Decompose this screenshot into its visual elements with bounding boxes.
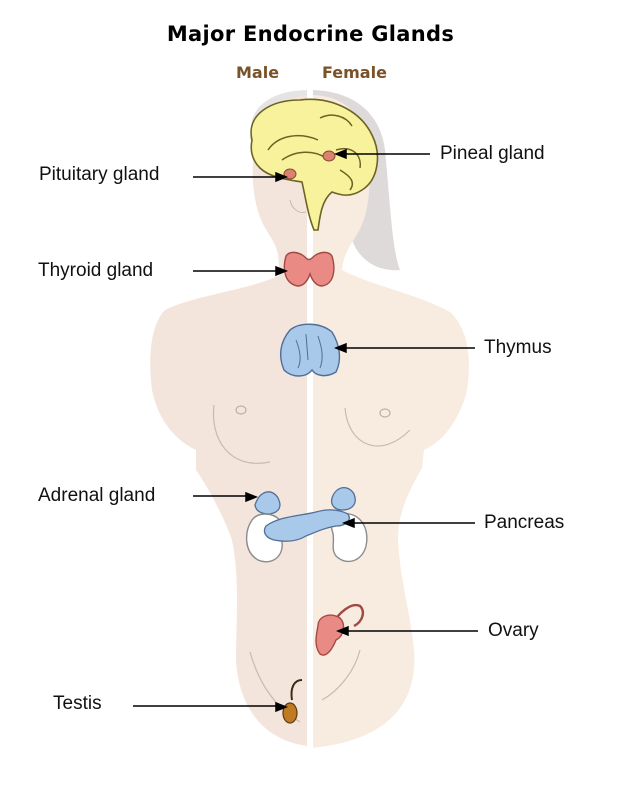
male-body-half bbox=[150, 95, 310, 746]
subtitle-male: Male bbox=[236, 63, 280, 82]
ovary-arrowhead bbox=[335, 625, 349, 637]
label-thymus: Thymus bbox=[484, 337, 552, 358]
male-face-line bbox=[289, 199, 307, 213]
testis-arrowhead bbox=[275, 701, 289, 713]
diagram-title: Major Endocrine Glands bbox=[166, 22, 455, 46]
pancreas-arrowhead bbox=[341, 517, 355, 529]
brain-fold-3 bbox=[335, 148, 361, 169]
subtitle-female: Female bbox=[322, 63, 387, 82]
label-pituitary: Pituitary gland bbox=[39, 164, 160, 185]
adrenal-gland-right bbox=[330, 487, 356, 511]
male-chest-line bbox=[212, 404, 271, 464]
label-adrenal: Adrenal gland bbox=[38, 485, 156, 506]
spermatic-cord bbox=[290, 679, 303, 701]
ovary-gland bbox=[315, 614, 345, 656]
label-ovary: Ovary bbox=[488, 620, 539, 641]
pineal-gland bbox=[322, 150, 336, 162]
center-divider bbox=[307, 90, 313, 750]
pancreas-gland bbox=[263, 509, 350, 542]
label-thyroid: Thyroid gland bbox=[38, 260, 154, 281]
female-chest-line bbox=[344, 407, 411, 447]
fallopian-tube bbox=[328, 603, 365, 629]
brain-fold-1 bbox=[267, 134, 319, 151]
thymus-gland bbox=[279, 323, 341, 377]
label-pancreas: Pancreas bbox=[484, 512, 565, 533]
female-nipple bbox=[379, 408, 391, 418]
thyroid-arrowhead bbox=[275, 265, 289, 277]
adrenal-arrowhead bbox=[245, 491, 259, 503]
label-testis: Testis bbox=[53, 693, 102, 714]
female-groin-line bbox=[321, 649, 361, 701]
testis-gland bbox=[282, 702, 298, 724]
label-pineal: Pineal gland bbox=[440, 143, 545, 164]
pituitary-gland bbox=[283, 168, 297, 180]
pineal-arrowhead bbox=[333, 148, 347, 160]
thymus-texture bbox=[295, 333, 323, 369]
thyroid-gland bbox=[283, 251, 335, 287]
female-body-half bbox=[310, 95, 469, 748]
male-nipple bbox=[235, 405, 247, 415]
thymus-arrowhead bbox=[333, 342, 347, 354]
brain-fold-4 bbox=[339, 169, 354, 191]
pituitary-arrowhead bbox=[275, 171, 289, 183]
brain-fold-5 bbox=[319, 114, 353, 127]
adrenal-gland-left bbox=[254, 491, 281, 515]
leader-lines bbox=[133, 148, 478, 713]
